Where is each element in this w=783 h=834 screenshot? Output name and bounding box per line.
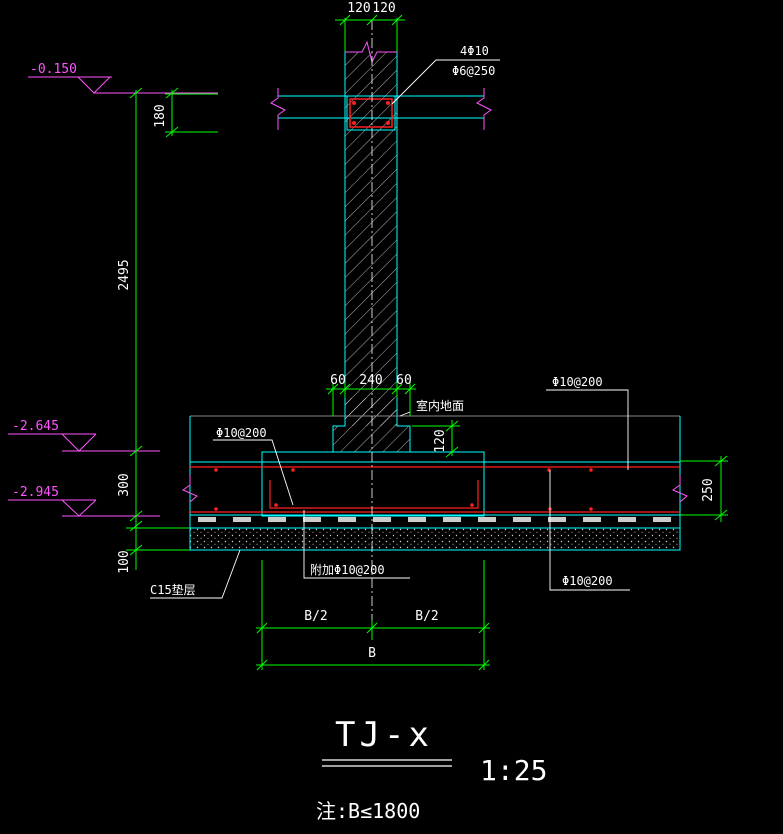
label-footing-top-left: Φ10@200 [216,426,267,440]
level-marker-mid [8,433,160,452]
ring-beam [270,88,492,131]
dim-wall-height: 2495 [117,259,132,290]
wall [344,40,398,426]
dim-vertical-left [126,87,190,570]
dim-cushion-height: 100 [117,550,132,573]
label-bottom-rebar: Φ10@200 [562,574,613,588]
dim-slab-thickness-text: 250 [701,478,716,501]
dim-half-b-left: B/2 [304,609,327,624]
drawing-title: TJ-x [335,715,433,755]
cushion-layer [189,527,681,551]
dim-footing-height: 300 [117,473,132,496]
dim-beam-height [165,87,218,138]
label-beam-main-rebar: 4Φ10 [460,44,489,58]
label-beam-stirrup: Φ6@250 [452,64,495,78]
label-footing-top-right: Φ10@200 [552,375,603,389]
beam-stirrup-shape [349,98,393,128]
dim-beam-height-text: 180 [153,104,168,127]
label-added-rebar: 附加Φ10@200 [310,563,385,577]
wall-step [332,398,411,452]
level-marker-bottom [8,499,160,517]
label-cushion: C15垫层 [150,582,196,597]
dim-bottom [256,560,490,671]
rebar-chairs [198,517,671,522]
added-rebar-line [269,480,479,509]
dim-step-mid: 240 [359,373,382,388]
drawing-note: 注:B≤1800 [316,799,420,823]
dim-wall-right: 120 [372,1,395,16]
dim-half-b-right: B/2 [415,609,438,624]
level-marker-top [28,76,218,94]
distribution-bars [214,468,593,511]
dim-wall-top [335,14,405,52]
dim-wall-left: 120 [347,1,370,16]
dim-step-right: 60 [396,373,412,388]
dim-step-height [412,420,460,458]
level-mid: -2.645 [12,419,59,434]
leaders [150,59,630,599]
dim-step-height-text: 120 [433,429,448,452]
dim-step [326,382,416,416]
dim-step-left: 60 [330,373,346,388]
footing-slab [181,415,688,528]
level-top: -0.150 [30,62,77,77]
label-indoor-ground: 室内地面 [416,398,464,413]
dim-slab-thickness [680,455,728,522]
drawing-scale: 1:25 [480,754,547,787]
level-bottom: -2.945 [12,485,59,500]
dim-total-b: B [368,646,376,661]
